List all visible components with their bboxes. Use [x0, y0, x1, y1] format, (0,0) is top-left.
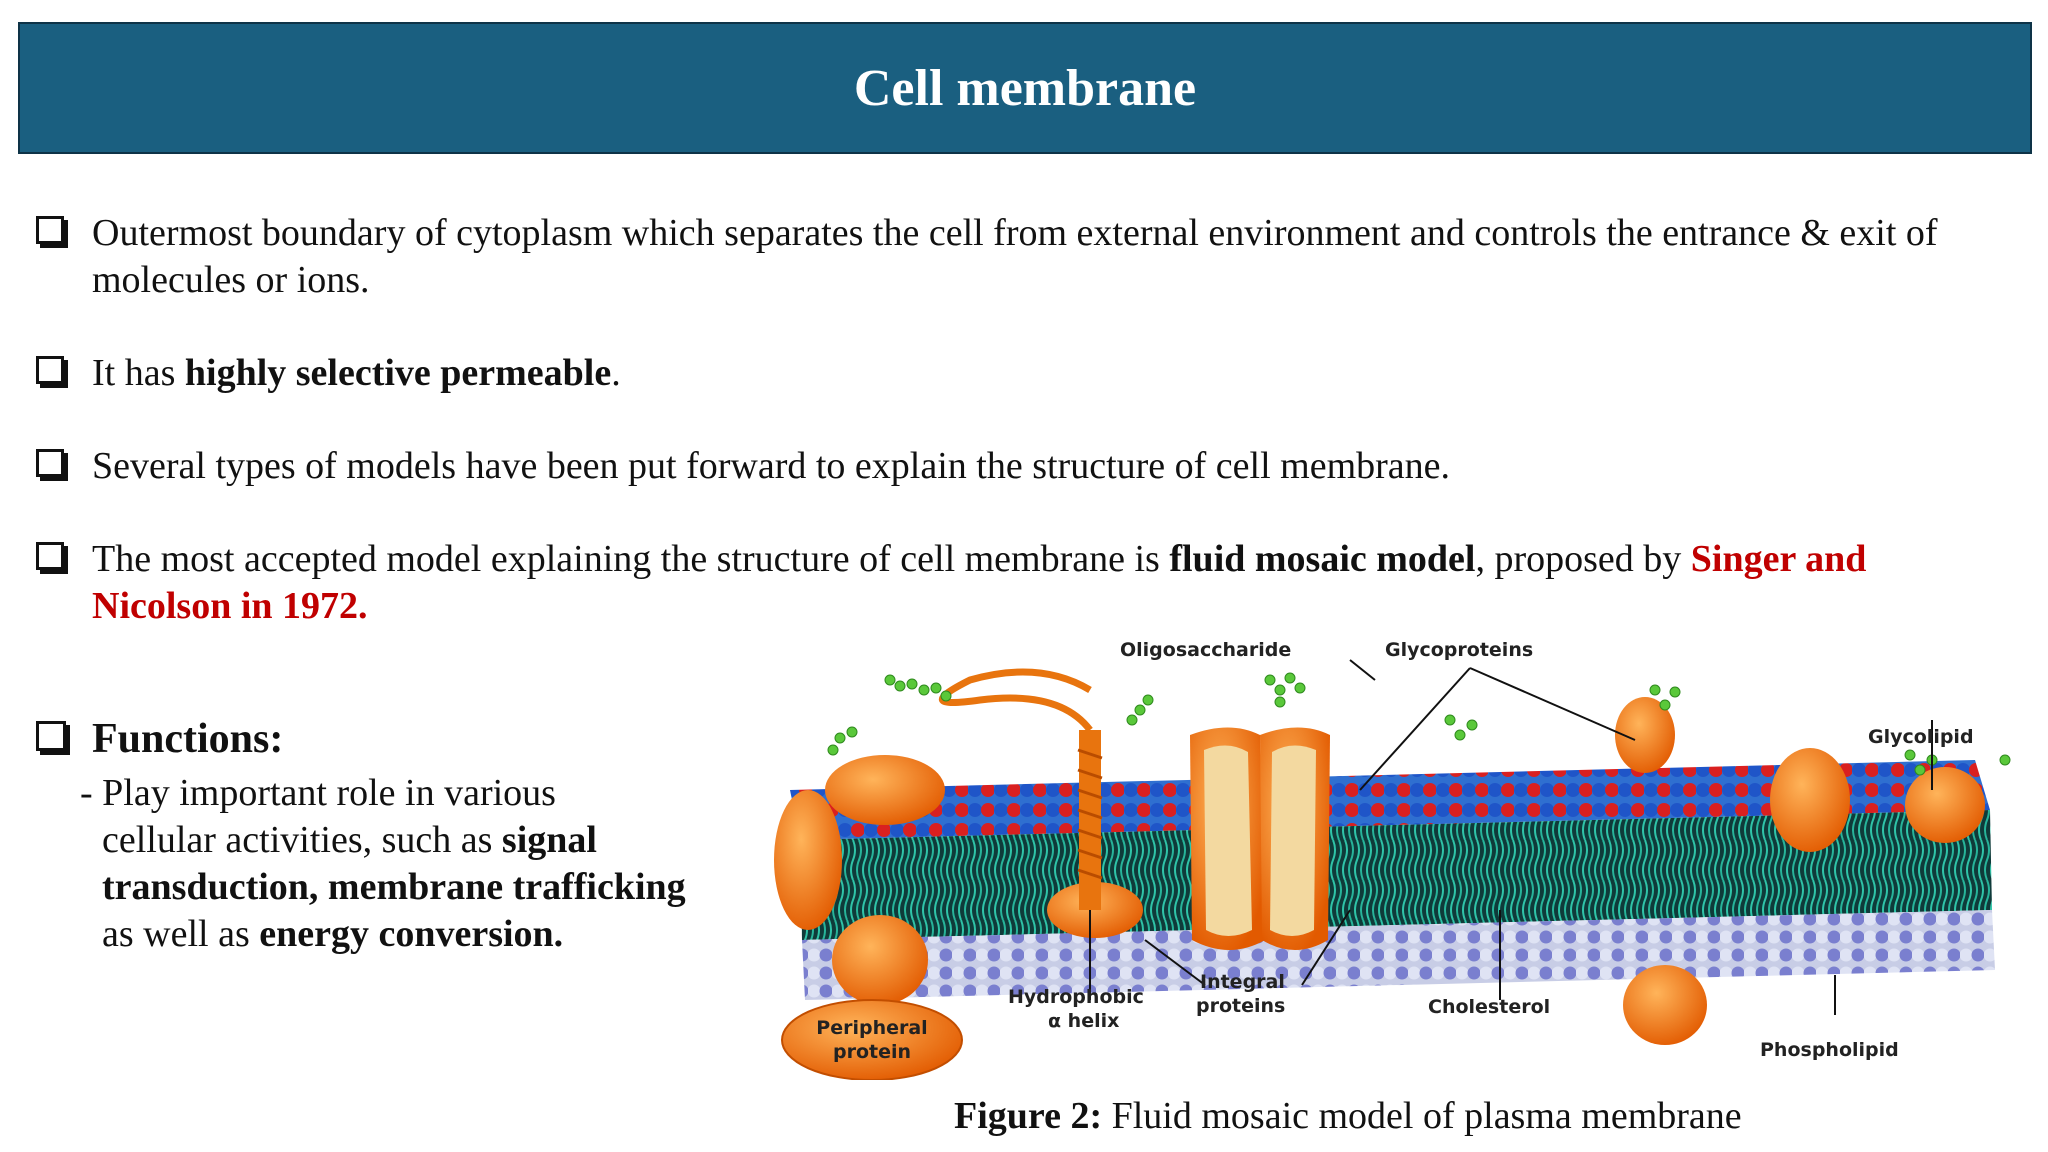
label-cholesterol: Cholesterol	[1428, 996, 1550, 1018]
functions-line-4-bold: energy conversion.	[259, 913, 564, 955]
bullet-4-red: Singer and Nicolson in 1972.	[92, 538, 1867, 627]
label-peripheral: Peripheral	[816, 1017, 927, 1039]
functions-line-1: - Play important role in various	[80, 772, 556, 814]
functions-line-3-bold: transduction, membrane trafficking	[102, 866, 686, 908]
functions-line-2-bold: signal	[501, 819, 597, 861]
bullet-4-pre: The most accepted model explaining the s…	[92, 538, 1170, 580]
bullet-4-bold: fluid mosaic model	[1169, 538, 1476, 580]
label-glycoproteins: Glycoproteins	[1385, 640, 1533, 661]
checkbox-bullet-icon	[36, 356, 64, 384]
checkbox-bullet-icon	[36, 542, 64, 570]
label-alpha-helix: α helix	[1048, 1010, 1119, 1032]
functions-line-4: as well as	[102, 913, 260, 955]
caption-bold: Figure 2:	[954, 1095, 1103, 1137]
label-integral: Integral	[1200, 971, 1285, 993]
functions-body: - Play important role in various cellula…	[80, 770, 720, 958]
label-hydrophobic: Hydrophobic	[1008, 986, 1144, 1008]
label-glycolipid: Glycolipid	[1868, 726, 1974, 748]
label-phospholipid: Phospholipid	[1760, 1039, 1899, 1061]
bullet-2-pre: It has	[92, 352, 185, 394]
functions-line-2: cellular activities, such as	[102, 819, 502, 861]
bullet-1-text: Outermost boundary of cytoplasm which se…	[92, 212, 1938, 301]
bullet-2-post: .	[611, 352, 621, 394]
bullet-3-text: Several types of models have been put fo…	[92, 445, 1451, 487]
caption-text: Fluid mosaic model of plasma membrane	[1102, 1095, 1742, 1137]
figure-caption: Figure 2: Fluid mosaic model of plasma m…	[954, 1094, 1742, 1138]
title-banner: Cell membrane	[18, 22, 2032, 154]
checkbox-bullet-icon	[36, 216, 64, 244]
page-title: Cell membrane	[853, 59, 1197, 117]
checkbox-bullet-icon	[36, 721, 66, 751]
checkbox-bullet-icon	[36, 449, 64, 477]
label-proteins: proteins	[1196, 995, 1285, 1017]
fluid-mosaic-figure: Oligosaccharide Glycoproteins Glycolipid…	[760, 639, 2020, 1081]
label-protein: protein	[833, 1041, 911, 1063]
bullet-2-bold: highly selective permeable	[184, 352, 612, 394]
bullet-4-mid: , proposed by	[1475, 538, 1691, 580]
membrane-diagram: Oligosaccharide Glycoproteins Glycolipid…	[774, 639, 2011, 1081]
label-oligosaccharide: Oligosaccharide	[1120, 640, 1291, 661]
